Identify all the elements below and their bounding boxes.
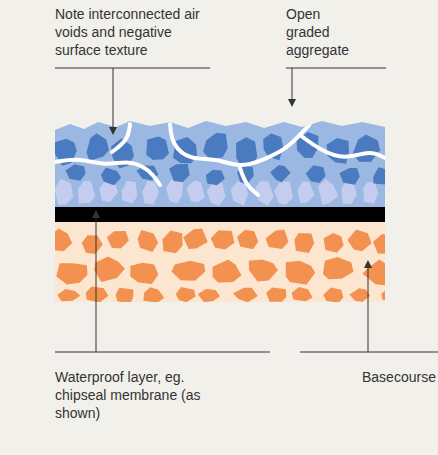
callout-label: Waterproof layer, eg. chipseal membrane … bbox=[55, 368, 220, 422]
basecourse-stone bbox=[292, 287, 313, 301]
aggregate-stone bbox=[101, 167, 121, 185]
basecourse-stone bbox=[183, 228, 207, 249]
aggregate-stone bbox=[203, 133, 228, 160]
aggregate-stone bbox=[186, 180, 205, 202]
basecourse-stone bbox=[323, 287, 343, 302]
aggregate-stone bbox=[66, 164, 86, 181]
basecourse-stone bbox=[294, 233, 314, 253]
basecourse-stone bbox=[373, 234, 385, 254]
aggregate-stone bbox=[274, 181, 293, 204]
aggregate-stone bbox=[55, 179, 74, 205]
waterproof-membrane bbox=[55, 207, 385, 222]
basecourse-stone bbox=[163, 230, 183, 253]
basecourse-stone bbox=[82, 235, 103, 254]
air-void bbox=[262, 124, 310, 160]
leader-lines bbox=[55, 68, 438, 352]
air-void bbox=[170, 124, 262, 165]
aggregate-stone bbox=[142, 181, 159, 205]
basecourse-stone bbox=[57, 289, 80, 301]
basecourse-stone bbox=[107, 231, 129, 248]
basecourse-stone bbox=[172, 261, 206, 281]
basecourse-stone bbox=[138, 230, 159, 252]
aggregate-stone bbox=[327, 138, 350, 164]
basecourse-stone bbox=[198, 289, 220, 302]
arrowheads bbox=[92, 99, 372, 268]
basecourse-stone bbox=[324, 233, 344, 253]
aggregate-stone bbox=[353, 134, 380, 162]
aggregate-stone bbox=[78, 181, 95, 204]
air-void bbox=[240, 168, 258, 195]
basecourse-stone bbox=[362, 260, 385, 286]
basecourse-stone bbox=[349, 288, 370, 301]
basecourse-stone bbox=[266, 288, 286, 302]
basecourse-stone bbox=[116, 288, 134, 302]
air-void bbox=[55, 160, 160, 185]
basecourse-stone bbox=[176, 287, 196, 302]
aggregate-stone bbox=[146, 136, 169, 160]
basecourse-stone bbox=[211, 230, 235, 249]
aggregate-stone bbox=[318, 179, 338, 205]
basecourse-stone bbox=[265, 229, 288, 249]
basecourse-layer bbox=[55, 222, 385, 302]
aggregate-stone bbox=[206, 170, 225, 185]
callout-label: Basecourse bbox=[362, 368, 436, 386]
aggregate-stone bbox=[340, 168, 360, 185]
aggregate-stone bbox=[297, 181, 314, 203]
callout-label: Note interconnected air voids and negati… bbox=[55, 5, 220, 59]
basecourse-stone bbox=[86, 287, 109, 302]
open-graded-layer bbox=[55, 118, 393, 210]
basecourse-stone bbox=[130, 263, 158, 284]
basecourse-stone bbox=[381, 287, 385, 300]
basecourse-stone bbox=[233, 288, 258, 302]
aggregate-stone bbox=[169, 164, 190, 182]
basecourse-stone bbox=[213, 259, 242, 282]
aggregate-stone bbox=[363, 182, 378, 204]
basecourse-stone bbox=[56, 263, 87, 284]
aggregate-stone bbox=[373, 167, 392, 184]
aggregate-stone bbox=[122, 181, 138, 204]
basecourse-stone bbox=[249, 260, 278, 282]
basecourse-stone bbox=[94, 257, 125, 282]
aggregate-stone bbox=[87, 133, 110, 161]
basecourse-stone bbox=[347, 230, 371, 252]
basecourse-stone bbox=[237, 230, 258, 249]
basecourse-stone bbox=[55, 228, 72, 251]
basecourse-stone bbox=[323, 257, 354, 279]
air-void bbox=[300, 135, 385, 158]
callout-label: Open graded aggregate bbox=[286, 5, 358, 59]
basecourse-stone bbox=[286, 261, 315, 285]
basecourse-stone bbox=[143, 287, 164, 302]
aggregate-stone bbox=[166, 180, 183, 204]
aggregate-stone bbox=[306, 165, 326, 183]
aggregate-stone bbox=[270, 165, 290, 182]
aggregate-stone bbox=[231, 182, 248, 206]
